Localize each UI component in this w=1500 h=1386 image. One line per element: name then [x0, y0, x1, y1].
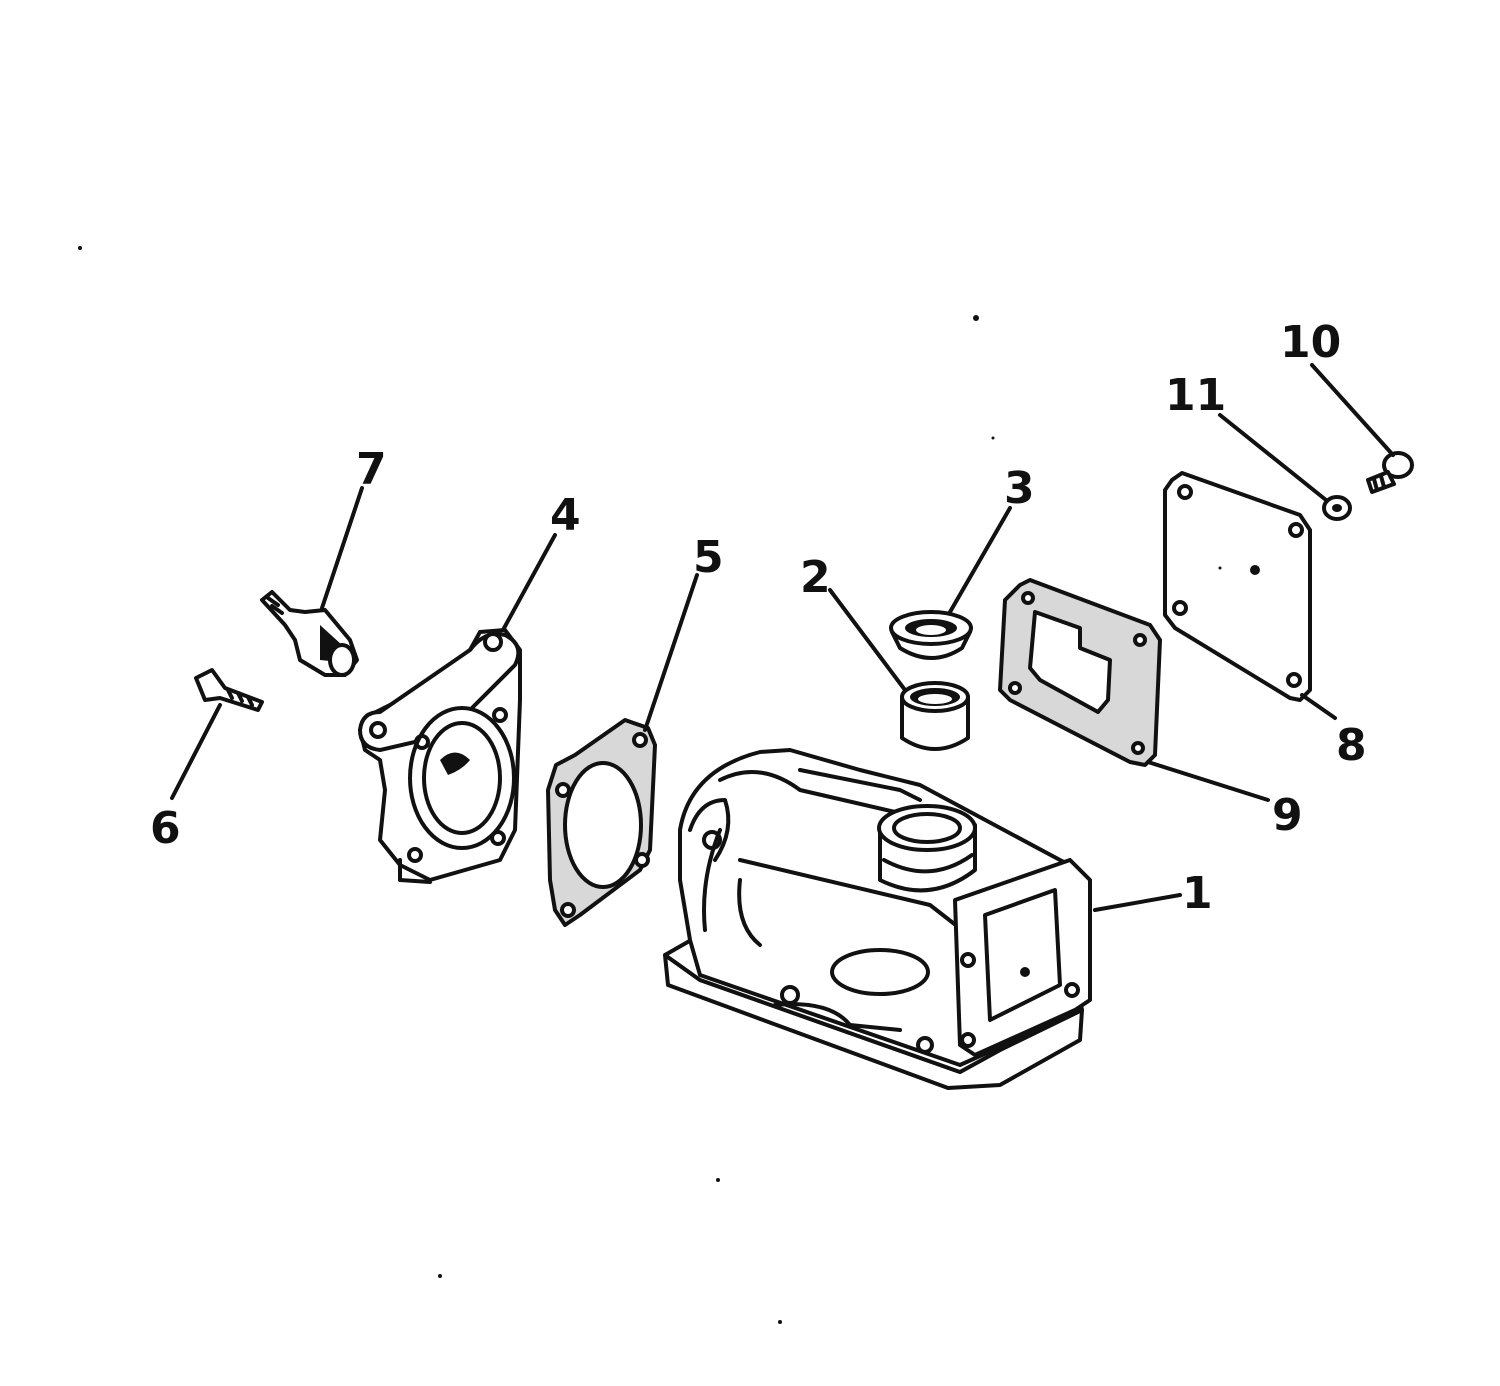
- leader-10: [1310, 363, 1395, 457]
- leader-3: [948, 506, 1012, 614]
- leader-5: [643, 573, 699, 732]
- scan-specks: [78, 246, 995, 1324]
- leader-9: [1146, 760, 1270, 802]
- callout-4: 4: [550, 490, 581, 541]
- part-gasket-front: [546, 718, 657, 927]
- part-gasket-top: [998, 578, 1162, 767]
- leader-7: [320, 486, 364, 610]
- callout-9: 9: [1272, 790, 1303, 841]
- callout-8: 8: [1336, 720, 1367, 771]
- leader-6: [170, 703, 222, 800]
- part-front-cover: [358, 628, 522, 884]
- part-bolt: [194, 668, 264, 712]
- leader-11: [1218, 413, 1328, 502]
- callout-3: 3: [1004, 463, 1035, 514]
- callout-7: 7: [356, 444, 387, 495]
- part-housing: [663, 748, 1092, 1090]
- callout-11: 11: [1165, 370, 1226, 421]
- callout-6: 6: [150, 803, 181, 854]
- leader-2: [828, 588, 907, 692]
- leader-1: [1093, 893, 1182, 912]
- callout-5: 5: [693, 532, 724, 583]
- callout-10: 10: [1280, 317, 1341, 368]
- part-seal: [889, 610, 973, 660]
- part-washer: [1322, 495, 1352, 521]
- callout-labels: 1 2 3 4 5 6 7 8 9 10 11: [150, 317, 1367, 919]
- part-cover-plate: [1163, 471, 1312, 702]
- leader-lines: [170, 363, 1395, 912]
- callout-2: 2: [800, 552, 831, 603]
- part-bearing-cup: [900, 681, 970, 751]
- part-screw: [1366, 451, 1414, 494]
- leader-8: [1300, 693, 1337, 720]
- part-fitting: [260, 590, 359, 677]
- callout-1: 1: [1182, 868, 1213, 919]
- leader-4: [501, 533, 557, 632]
